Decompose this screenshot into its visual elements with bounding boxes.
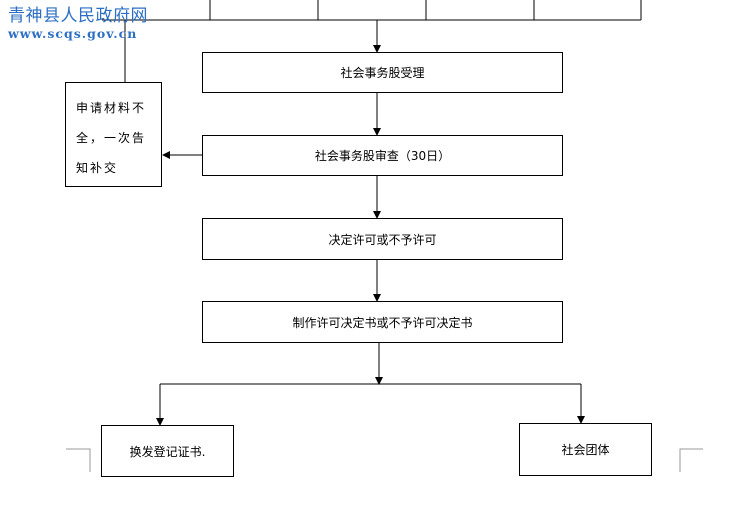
step-issue-label: 制作许可决定书或不予许可决定书 bbox=[292, 315, 473, 330]
site-watermark: 青神县人民政府网 www.scqs.gov.cn bbox=[8, 6, 148, 41]
side-note-line-3: 知补交 bbox=[76, 161, 119, 175]
watermark-site-name: 青神县人民政府网 bbox=[8, 6, 148, 26]
step-accept-label: 社会事务股受理 bbox=[340, 66, 425, 80]
step-issue-box: 制作许可决定书或不予许可决定书 bbox=[202, 301, 563, 343]
step-accept-box: 社会事务股受理 bbox=[202, 52, 563, 93]
step-review-box: 社会事务股审查（30日） bbox=[202, 135, 563, 176]
result-right-box: 社会团体 bbox=[519, 423, 652, 476]
side-note-line-2: 全，一次告 bbox=[76, 131, 147, 145]
side-note-line-1: 申请材料不 bbox=[76, 101, 147, 115]
top-cells-row bbox=[102, 0, 642, 21]
result-left-label: 换发登记证书. bbox=[129, 444, 206, 459]
step-review-label: 社会事务股审查（30日） bbox=[314, 149, 451, 163]
step-decide-box: 决定许可或不予许可 bbox=[202, 218, 563, 260]
result-right-label: 社会团体 bbox=[561, 443, 610, 457]
page-corner-marks bbox=[66, 448, 703, 472]
watermark-url: www.scqs.gov.cn bbox=[8, 26, 138, 41]
side-note-box: 申请材料不 全，一次告 知补交 bbox=[65, 82, 162, 187]
result-left-box: 换发登记证书. bbox=[101, 425, 234, 477]
step-decide-label: 决定许可或不予许可 bbox=[328, 232, 437, 247]
